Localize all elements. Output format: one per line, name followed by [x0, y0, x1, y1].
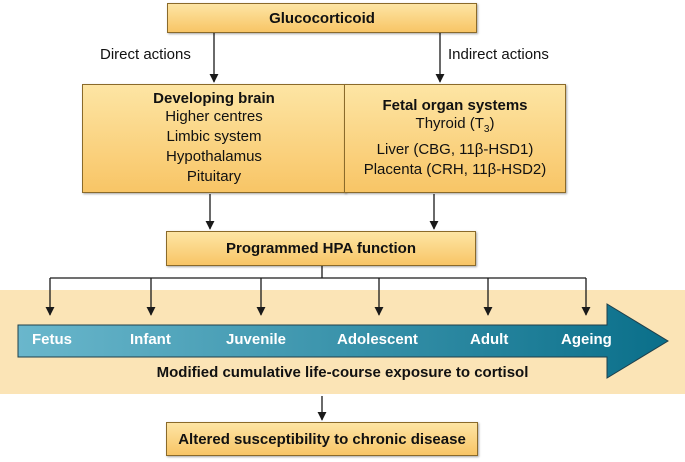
direct-actions-label: Direct actions — [100, 46, 191, 63]
stage-ageing: Ageing — [561, 331, 612, 348]
brain-item-pituitary: Pituitary — [186, 168, 242, 185]
brain-item-hypothalamus: Hypothalamus — [166, 148, 262, 165]
outcome-label: Altered susceptibility to chronic diseas… — [178, 430, 466, 448]
stage-juvenile: Juvenile — [226, 331, 287, 348]
programmed-hpa-box: Programmed HPA function — [166, 231, 476, 266]
stage-adolescent: Adolescent — [337, 331, 418, 348]
stage-fetus: Fetus — [32, 331, 73, 348]
glucocorticoid-label: Glucocorticoid — [269, 9, 375, 27]
stage-infant: Infant — [130, 331, 171, 348]
fetal-organ-systems-title: Fetal organ systems — [382, 97, 528, 114]
developing-brain-box: Developing brain Higher centres Limbic s… — [82, 84, 346, 193]
outcome-box: Altered susceptibility to chronic diseas… — [166, 422, 478, 456]
indirect-actions-label: Indirect actions — [448, 46, 549, 63]
organ-item-liver: Liver (CBG, 11β-HSD1) — [376, 141, 534, 158]
fetal-organ-systems-box: Fetal organ systems Thyroid (T3) Liver (… — [344, 84, 566, 193]
brain-item-higher-centres: Higher centres — [165, 108, 263, 125]
life-course-arrow — [17, 303, 669, 379]
glucocorticoid-box: Glucocorticoid — [167, 3, 477, 33]
stage-adult: Adult — [470, 331, 509, 348]
brain-item-limbic-system: Limbic system — [166, 128, 262, 145]
organ-item-thyroid: Thyroid (T3) — [415, 115, 495, 135]
developing-brain-title: Developing brain — [153, 90, 275, 107]
organ-item-placenta: Placenta (CRH, 11β-HSD2) — [363, 161, 547, 178]
programmed-hpa-label: Programmed HPA function — [225, 240, 416, 257]
band-caption: Modified cumulative life-course exposure… — [156, 364, 529, 381]
